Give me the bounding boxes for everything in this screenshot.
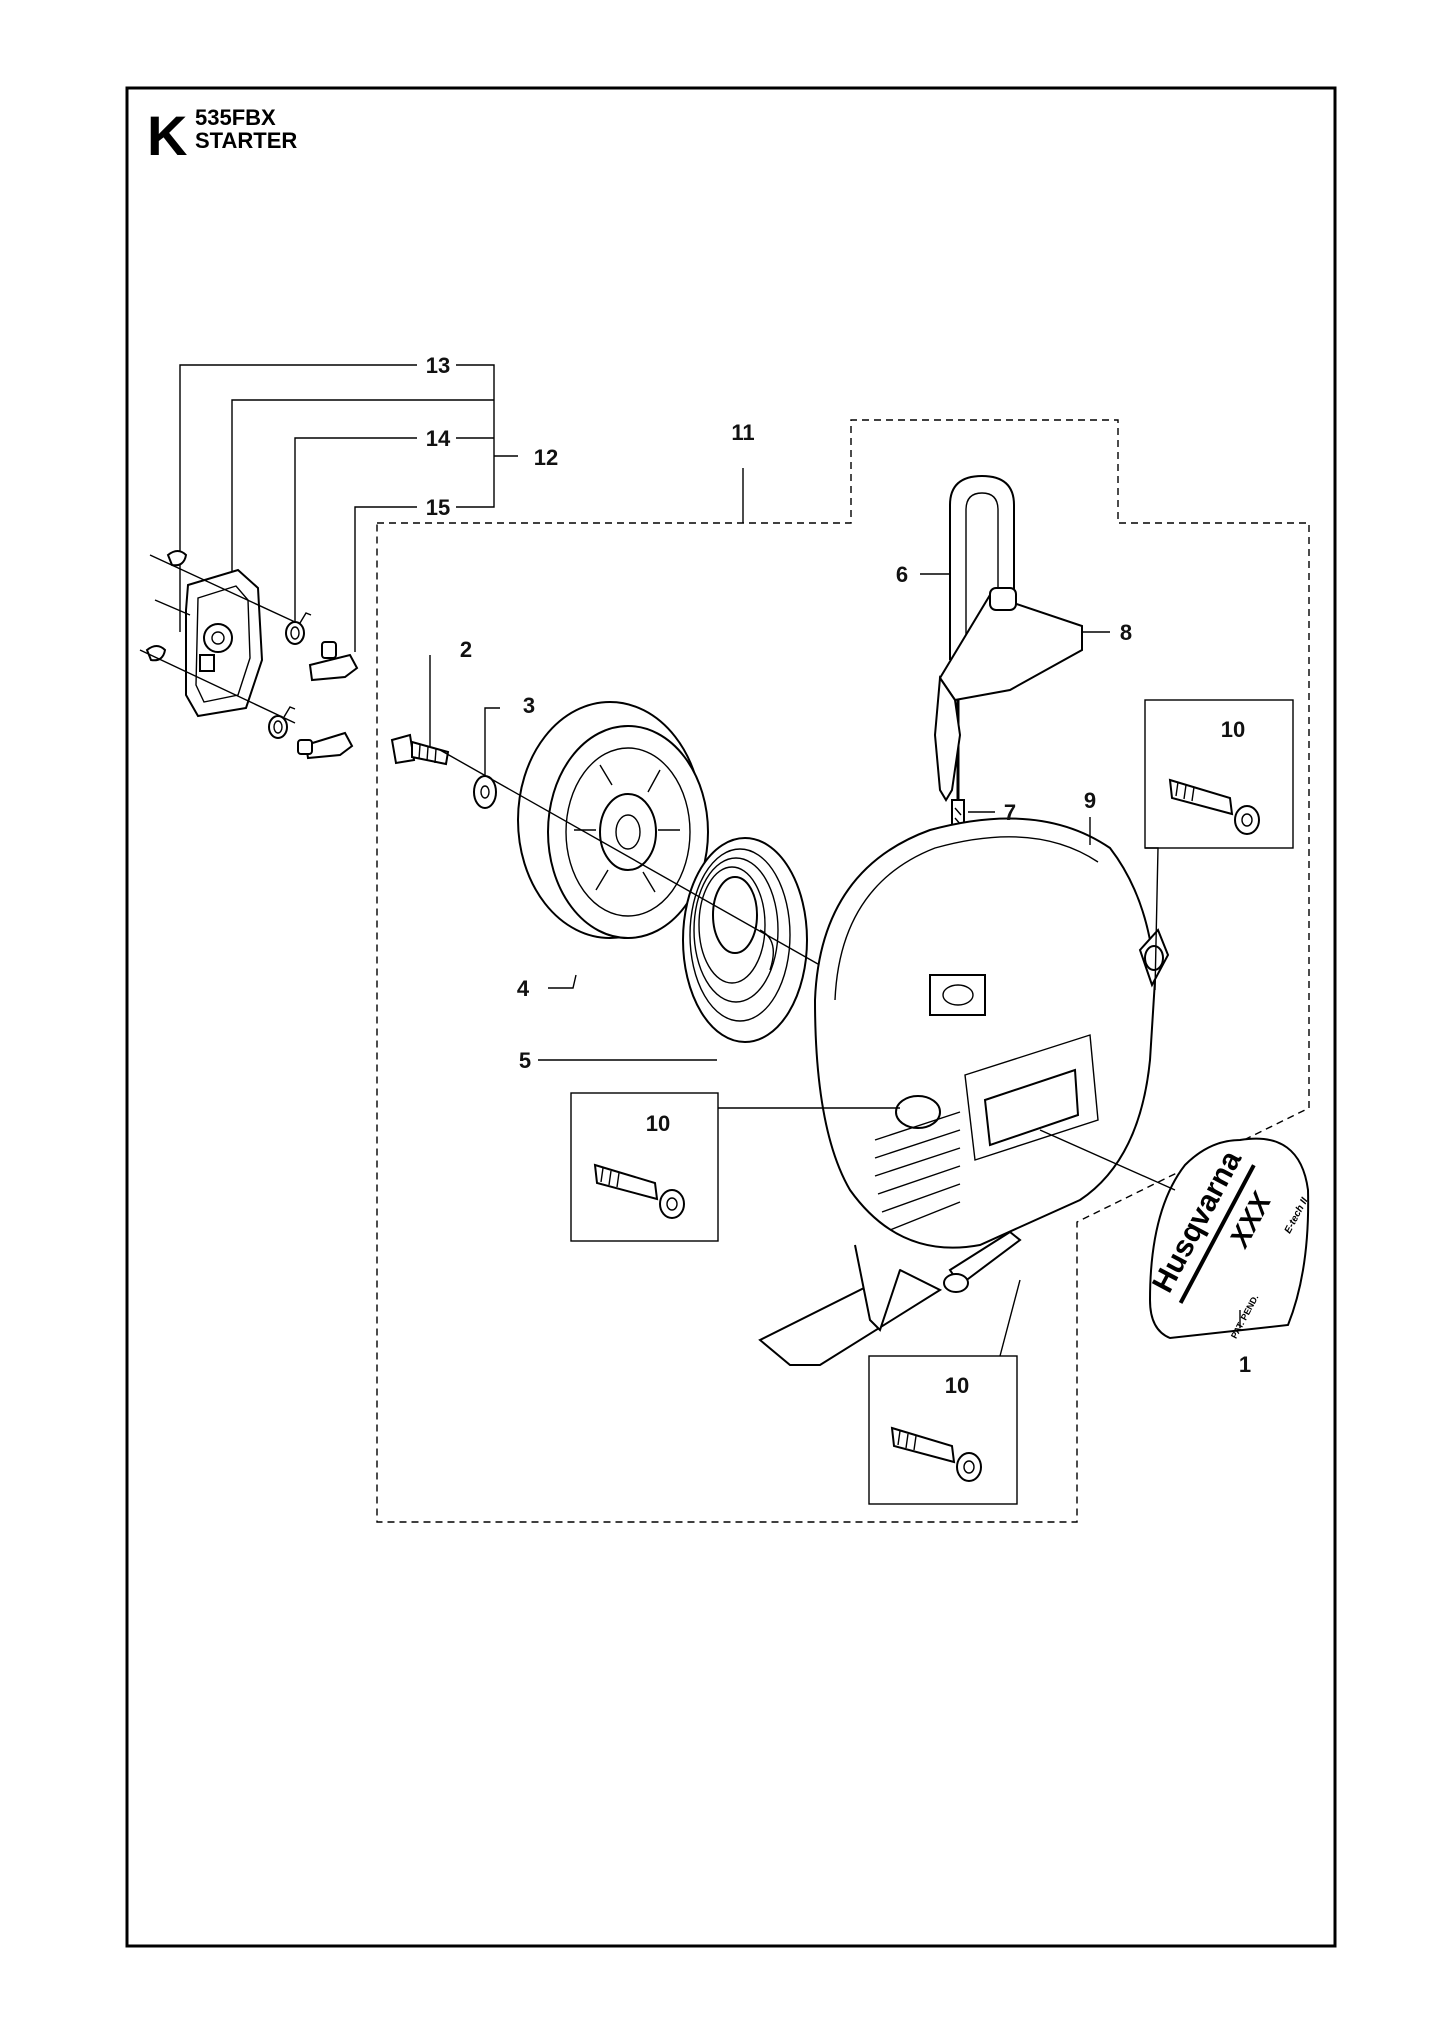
assembly-11-outline: [376, 419, 1310, 1523]
callout-14: 14: [426, 426, 451, 451]
callout-7: 7: [1004, 800, 1016, 825]
assembly-title: STARTER: [195, 128, 297, 153]
callout-5: 5: [519, 1048, 531, 1073]
rope-pulley-4: [517, 701, 709, 989]
ratchet-assembly-12: [139, 364, 518, 760]
washer-3: [473, 707, 500, 809]
ratchet-spring-14: [285, 612, 312, 645]
recoil-spring-5: [538, 837, 808, 1061]
screw-10-box-left: [570, 1092, 900, 1242]
page-frame: [125, 86, 1337, 1948]
callout-1: 1: [1239, 1352, 1251, 1377]
ratchet-pawl-15: [308, 641, 359, 682]
callout-2: 2: [460, 637, 472, 662]
callout-15: 15: [426, 495, 450, 520]
callout-8: 8: [1120, 620, 1132, 645]
callout-4: 4: [517, 976, 530, 1001]
callout-10-right: 10: [1221, 717, 1245, 742]
callout-13: 13: [426, 353, 450, 378]
header-block: K 535FBX STARTER: [147, 104, 297, 167]
callout-10-bottom: 10: [945, 1373, 969, 1398]
screw-2: [390, 655, 450, 766]
ratchet-pawl-lower: [297, 731, 354, 760]
starter-housing-9: [758, 817, 1170, 1366]
callout-11: 11: [731, 420, 754, 445]
starter-handle-8: [933, 587, 1110, 802]
decal-1: Husqvarna XXX PAT. PEND. E-tech II: [1039, 1129, 1311, 1340]
callout-10-left: 10: [646, 1111, 670, 1136]
callout-3: 3: [523, 693, 535, 718]
ratchet-spring-lower: [268, 706, 296, 739]
screw-10-box-bottom: [868, 1279, 1021, 1505]
callout-9: 9: [1084, 788, 1096, 813]
callout-6: 6: [896, 562, 908, 587]
screw-10-box-right: [1144, 699, 1294, 991]
callout-12: 12: [534, 445, 558, 470]
model-label: 535FBX: [195, 105, 276, 130]
section-letter: K: [147, 104, 187, 167]
